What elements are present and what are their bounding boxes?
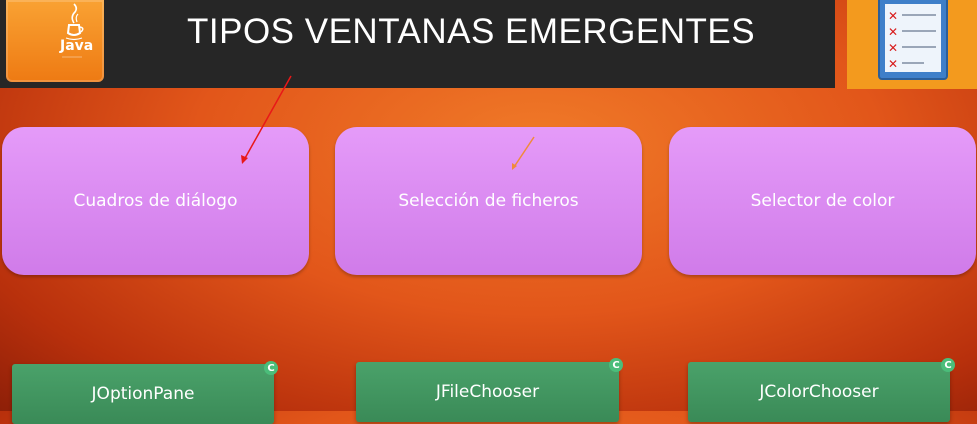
java-logo: Java xyxy=(6,0,104,82)
checklist-line xyxy=(902,30,936,32)
checklist-line xyxy=(902,62,924,64)
card-label: Cuadros de diálogo xyxy=(73,191,238,211)
clipboard-paper: ✕ ✕ ✕ ✕ xyxy=(885,4,941,72)
card-seleccion-ficheros: Selección de ficheros xyxy=(335,127,642,275)
class-label: JColorChooser xyxy=(759,382,879,402)
red-cross-icon: ✕ xyxy=(888,41,899,55)
red-cross-icon: ✕ xyxy=(888,25,899,39)
card-selector-color: Selector de color xyxy=(669,127,976,275)
page-title: TIPOS VENTANAS EMERGENTES xyxy=(187,12,756,51)
card-label: Selección de ficheros xyxy=(398,191,579,211)
card-label: Selector de color xyxy=(750,191,895,211)
class-badge-icon: C xyxy=(264,361,278,375)
red-arrow-line xyxy=(243,75,292,161)
coffee-cup-icon xyxy=(65,3,84,41)
header-bar: Java TIPOS VENTANAS EMERGENTES xyxy=(0,0,835,88)
annotation-arrows xyxy=(241,75,535,170)
class-label: JFileChooser xyxy=(435,382,540,402)
red-cross-icon: ✕ xyxy=(888,57,899,71)
class-label: JOptionPane xyxy=(91,384,195,404)
red-cross-icon: ✕ xyxy=(888,9,899,23)
card-cuadros-dialogo: Cuadros de diálogo xyxy=(2,127,309,275)
java-logo-text: Java xyxy=(60,38,94,54)
checklist-clipboard-icon: ✕ ✕ ✕ ✕ xyxy=(878,0,948,80)
orange-arrowhead xyxy=(512,163,517,170)
logo-underline xyxy=(62,56,82,58)
class-badge-icon: C xyxy=(609,358,623,372)
class-badge-icon: C xyxy=(941,358,955,372)
red-arrowhead xyxy=(241,155,248,164)
checklist-line xyxy=(902,14,936,16)
checklist-line xyxy=(902,46,936,48)
orange-arrow-line xyxy=(513,136,535,168)
